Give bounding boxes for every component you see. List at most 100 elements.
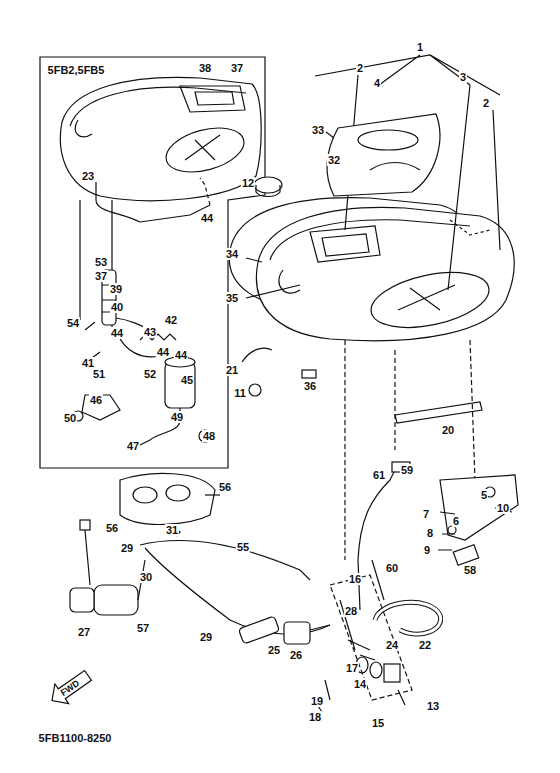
callout-number: 29 — [199, 631, 213, 643]
callout-number: 49 — [170, 411, 184, 423]
group-frame — [330, 575, 412, 700]
callout-number: 44 — [110, 327, 124, 339]
hose — [242, 348, 272, 362]
callout-number: 58 — [463, 564, 477, 576]
seam — [450, 220, 490, 235]
callout-number: 13 — [426, 700, 440, 712]
cover-line — [370, 163, 420, 171]
tank-edge — [70, 87, 246, 126]
bolt-hole — [448, 526, 456, 534]
callout-number: 42 — [164, 314, 178, 326]
callout-number: 46 — [89, 394, 103, 406]
callout-number: 38 — [198, 62, 212, 74]
callout-number: 60 — [385, 562, 399, 574]
callout-number: 20 — [441, 424, 455, 436]
callout-number: 47 — [126, 440, 140, 452]
callout-number: 37 — [230, 62, 244, 74]
callout-number: 6 — [452, 515, 460, 527]
callout-number: 19 — [310, 695, 324, 707]
plate — [453, 545, 478, 566]
leader — [200, 178, 210, 205]
fuel-tank — [60, 77, 261, 200]
callout-number: 52 — [143, 368, 157, 380]
fuel-filter — [238, 616, 279, 644]
callout-number: 25 — [267, 644, 281, 656]
tank-opening — [180, 86, 245, 112]
callout-number: 55 — [236, 541, 250, 553]
callout-number: 39 — [109, 283, 123, 295]
callout-number: 51 — [92, 368, 106, 380]
callout-number: 11 — [233, 387, 247, 399]
callout-number: 57 — [136, 622, 150, 634]
callout-number: 29 — [120, 542, 134, 554]
callout-number: 21 — [225, 364, 239, 376]
callout-number: 36 — [303, 380, 317, 392]
pump-cover — [70, 588, 94, 612]
callout-number: 56 — [218, 481, 232, 493]
petcock — [284, 622, 310, 644]
hose — [96, 182, 210, 222]
air-box — [120, 473, 215, 524]
hose — [140, 540, 310, 580]
callout-number: 31 — [165, 524, 179, 536]
callout-number: 28 — [344, 605, 358, 617]
callout-number: 2 — [482, 97, 490, 109]
callout-number: 9 — [423, 544, 431, 556]
callout-number: 40 — [110, 301, 124, 313]
callout-number: 14 — [353, 678, 367, 690]
callout-number: 32 — [327, 154, 341, 166]
callout-number: 33 — [311, 124, 325, 136]
callout-number: 45 — [180, 374, 194, 386]
emblem-mark — [398, 285, 455, 310]
hose — [375, 602, 441, 634]
callout-number: 15 — [371, 717, 385, 729]
callout-number: 26 — [289, 649, 303, 661]
cover-hole — [358, 130, 418, 150]
tank-bracket — [440, 475, 518, 540]
cable — [358, 470, 395, 610]
callout-number: 7 — [422, 508, 430, 520]
hose — [375, 602, 441, 634]
damper — [302, 370, 316, 378]
hose — [145, 548, 330, 634]
tank-strip — [395, 402, 482, 423]
fuel-pump — [94, 585, 138, 615]
bolt — [85, 322, 100, 358]
callout-number: 48 — [202, 430, 216, 442]
tank-knee — [75, 120, 92, 137]
callout-number: 3 — [459, 71, 467, 83]
wire — [85, 530, 90, 585]
code-label: 5FB2,5FB5 — [47, 64, 106, 76]
callout-number: 59 — [400, 464, 414, 476]
fuel-tank — [256, 207, 514, 340]
tank-cover — [327, 114, 440, 196]
emblem — [366, 263, 494, 337]
callout-number: 56 — [105, 522, 119, 534]
screw — [326, 132, 334, 138]
callout-number: 44 — [156, 346, 170, 358]
callout-number: 4 — [373, 77, 381, 89]
leader — [315, 55, 500, 95]
callout-number: 24 — [385, 639, 399, 651]
fastener — [438, 508, 512, 550]
callout-number: 27 — [77, 626, 91, 638]
callout-number: 44 — [174, 349, 188, 361]
callout-number: 61 — [372, 469, 386, 481]
callout-number: 37 — [94, 270, 108, 282]
emblem — [161, 120, 249, 179]
connector — [80, 520, 90, 530]
callout-number: 10 — [496, 502, 510, 514]
code-label: 5FB1100-8250 — [38, 732, 113, 744]
leader — [246, 258, 300, 298]
callout-number: 43 — [143, 326, 157, 338]
bracket — [82, 395, 120, 420]
tank-edge — [270, 220, 470, 260]
hose — [310, 625, 330, 630]
port — [133, 487, 157, 503]
callout-number: 22 — [418, 639, 432, 651]
callout-number: 30 — [139, 571, 153, 583]
callout-number: 35 — [225, 292, 239, 304]
tank-opening — [310, 226, 380, 262]
callout-number: 1 — [416, 41, 424, 53]
